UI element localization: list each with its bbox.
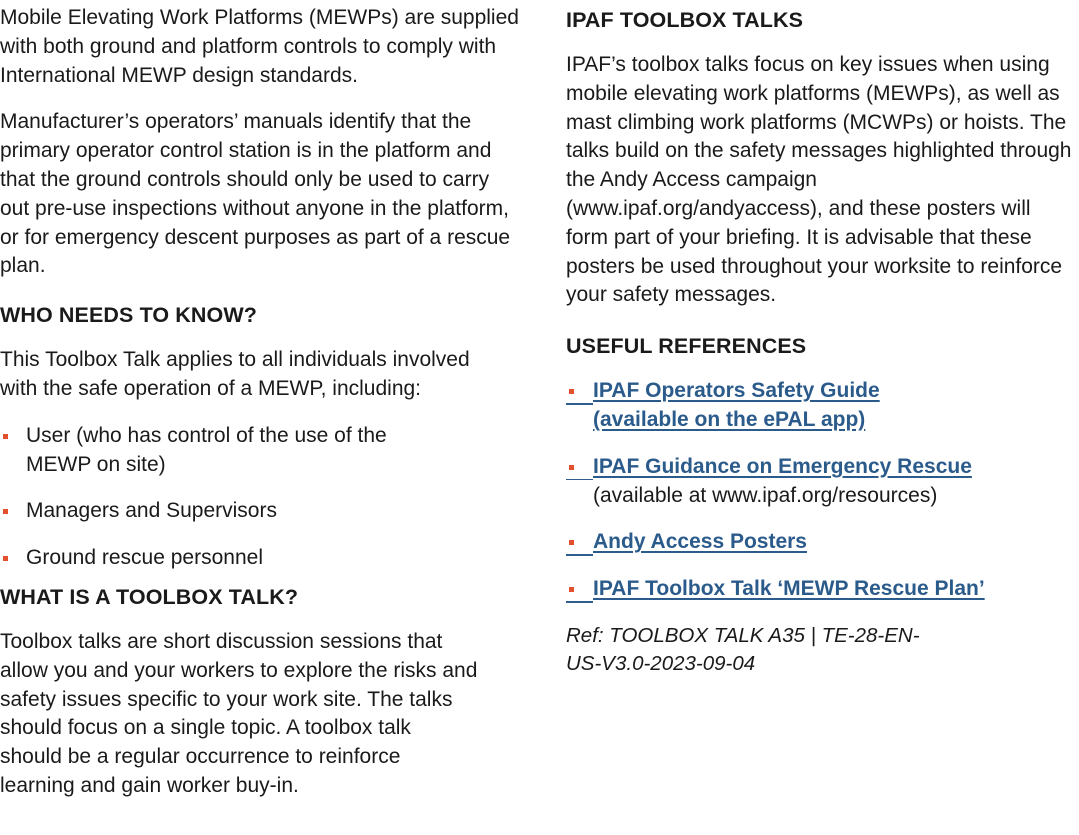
square-bullet-icon: [3, 509, 8, 515]
reference-link-andy-access-posters[interactable]: Andy Access Posters: [593, 530, 807, 554]
who-needs-to-know-heading: WHO NEEDS TO KNOW?: [0, 303, 258, 328]
bullet-underline: [566, 601, 593, 603]
square-bullet-icon: [569, 389, 574, 395]
reference-code-line: US-V3.0-2023-09-04: [566, 651, 756, 675]
ipaf-toolbox-talks-heading: IPAF TOOLBOX TALKS: [566, 8, 804, 32]
square-bullet-icon: [569, 540, 574, 546]
square-bullet-icon: [569, 587, 574, 593]
reference-link-mewp-rescue-plan[interactable]: IPAF Toolbox Talk ‘MEWP Rescue Plan’: [593, 577, 985, 601]
reference-item: Andy Access Posters: [566, 528, 1076, 557]
list-item-text: Managers and Supervisors: [26, 499, 277, 523]
intro-paragraph-2: Manufacturer’s operators’ manuals identi…: [0, 110, 511, 278]
what-is-toolbox-talk-text: Toolbox talks are short discussion sessi…: [0, 629, 478, 797]
reference-item: IPAF Toolbox Talk ‘MEWP Rescue Plan’: [566, 575, 1076, 604]
bullet-underline: [566, 554, 593, 556]
reference-link-text: IPAF Operators Safety Guide: [593, 379, 880, 403]
reference-item: IPAF Operators Safety Guide (available o…: [566, 377, 1076, 435]
intro-paragraph-1: Mobile Elevating Work Platforms (MEWPs) …: [0, 6, 519, 87]
square-bullet-icon: [3, 556, 8, 562]
left-column: Mobile Elevating Work Platforms (MEWPs) …: [0, 0, 520, 801]
reference-note: (available at www.ipaf.org/resources): [593, 483, 938, 507]
reference-code-line: Ref: TOOLBOX TALK A35 | TE-28-EN-: [566, 623, 920, 647]
reference-link-operators-safety-guide[interactable]: IPAF Operators Safety Guide (available o…: [593, 379, 880, 431]
what-is-toolbox-talk-heading: WHAT IS A TOOLBOX TALK?: [0, 584, 299, 609]
list-item-text: Ground rescue personnel: [26, 546, 263, 570]
ipaf-toolbox-talks-text: IPAF’s toolbox talks focus on key issues…: [566, 53, 1072, 307]
who-needs-to-know-text: This Toolbox Talk applies to all individ…: [0, 348, 470, 400]
useful-references-heading: USEFUL REFERENCES: [566, 334, 807, 359]
list-item: User (who has control of the use of the …: [0, 422, 426, 480]
references-list: IPAF Operators Safety Guide (available o…: [566, 377, 1076, 604]
square-bullet-icon: [569, 464, 574, 470]
reference-link-text: (available on the ePAL app): [593, 407, 866, 431]
reference-item: IPAF Guidance on Emergency Rescue (avail…: [566, 453, 1076, 511]
bullet-underline: [566, 478, 593, 481]
square-bullet-icon: [3, 433, 8, 439]
right-column: IPAF TOOLBOX TALKS IPAF’s toolbox talks …: [566, 0, 1076, 678]
who-list: User (who has control of the use of the …: [0, 422, 520, 573]
list-item: Ground rescue personnel: [0, 544, 520, 573]
bullet-underline: [566, 403, 593, 405]
reference-link-emergency-rescue[interactable]: IPAF Guidance on Emergency Rescue: [593, 454, 972, 478]
reference-code: Ref: TOOLBOX TALK A35 | TE-28-EN- US-V3.…: [566, 622, 1076, 678]
list-item-text: User (who has control of the use of the …: [26, 423, 387, 476]
list-item: Managers and Supervisors: [0, 497, 520, 526]
